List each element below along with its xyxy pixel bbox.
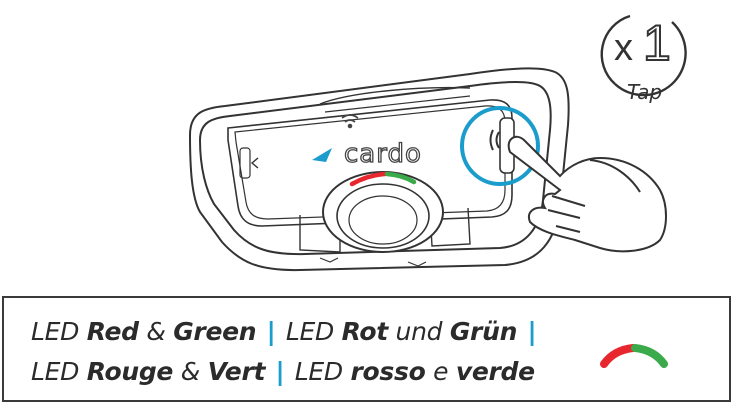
led-green-arc [384,171,417,185]
caption-seg: rosso [350,357,426,386]
caption-seg: & [173,357,208,386]
caption-line-1: LED Red & Green | LED Rot und Grün | [31,312,538,352]
caption-line-2: LED Rouge & Vert | LED rosso e verde [31,352,538,392]
led-red-segment [600,344,637,368]
caption-seg: Rouge [86,357,174,386]
tap-badge: x 1 Tap [600,14,687,104]
tap-count-prefix: x [614,27,633,69]
caption-seg: Green [173,317,257,346]
phone-button [489,117,515,174]
tap-highlight-circle [460,106,540,186]
caption-seg: verde [455,357,535,386]
wifi-icon [341,114,359,129]
caption-seg: Rot [341,317,389,346]
tap-count: 1 [643,15,671,71]
caption-seg: Red [86,317,139,346]
pointing-hand [507,135,667,253]
caption-seg: LED [31,317,87,346]
caption-seg: LED [31,357,87,386]
caption-seg: e [425,357,456,386]
caption-seg: LED [285,317,342,346]
tap-label: Tap [627,80,662,104]
caption-seg: Vert [207,357,266,386]
led-indicator-icon [600,344,668,368]
caption-seg: und [387,317,450,346]
caption-separator: | [267,357,293,386]
device-illustration: x 1 Tap cardo [188,14,687,272]
brand-logo-text: cardo [344,139,422,169]
led-red-arc [349,171,388,187]
caption-separator: | [258,317,284,346]
dial-button [322,171,444,253]
caption-seg: Grün [449,317,518,346]
led-caption-box: LED Red & Green | LED Rot und Grün | LED… [2,296,731,402]
caption-seg: LED [294,357,351,386]
led-green-segment [631,344,668,368]
led-caption-text: LED Red & Green | LED Rot und Grün | LED… [31,312,538,392]
caption-separator: | [519,317,537,346]
caption-seg: & [138,317,174,346]
cardo-logo: cardo [312,138,422,170]
